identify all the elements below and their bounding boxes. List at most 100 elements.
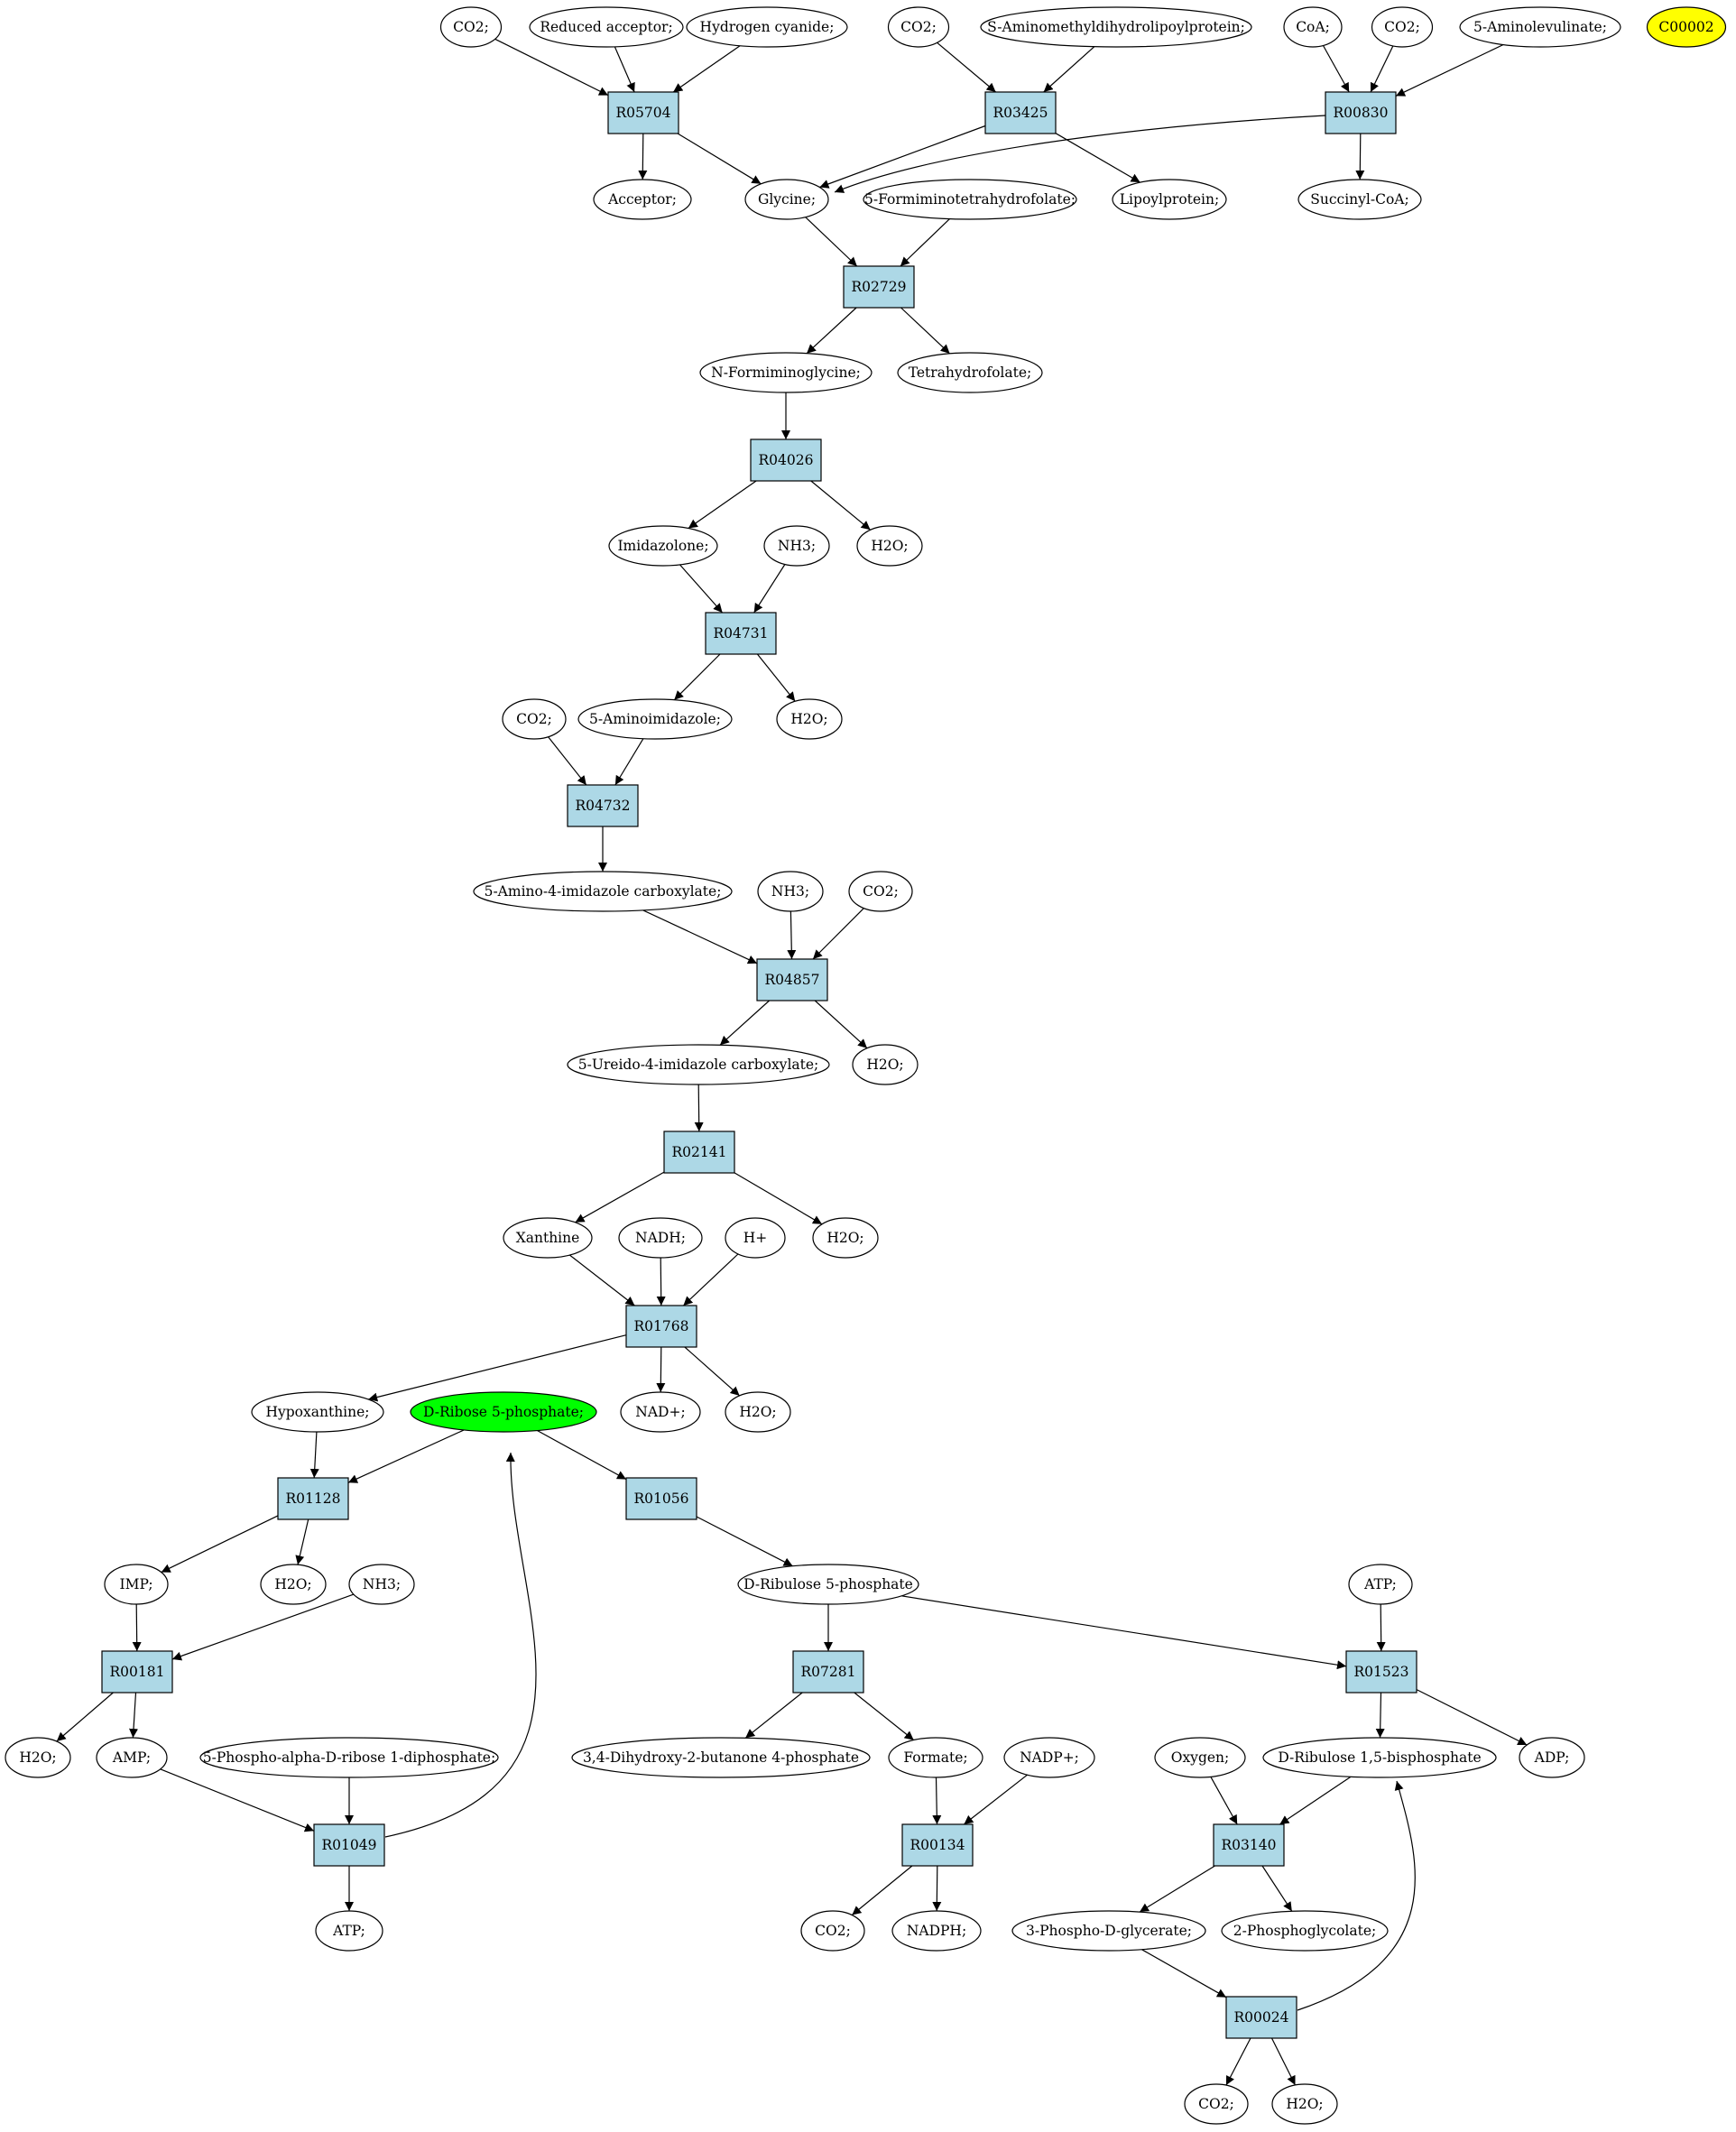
compound-shape <box>620 1391 701 1433</box>
reaction-label: R04857 <box>765 972 820 988</box>
edge-c-ribose5p-to-r01128 <box>347 1429 465 1483</box>
reaction-node-r02141[interactable]: R02141 <box>663 1131 735 1174</box>
compound-node-hypoxanthine[interactable]: Hypoxanthine; <box>251 1391 384 1433</box>
compound-node-reduced-acceptor[interactable]: Reduced acceptor; <box>529 6 684 48</box>
compound-node-adp[interactable]: ADP; <box>1519 1737 1585 1778</box>
reaction-node-r00024[interactable]: R00024 <box>1225 1996 1297 2039</box>
compound-node-h2o[interactable]: H2O; <box>856 525 923 567</box>
reaction-box <box>663 1131 735 1174</box>
reaction-node-r04857[interactable]: R04857 <box>756 958 828 1001</box>
compound-node-h2o[interactable]: H2O; <box>260 1564 327 1605</box>
compound-node-5-phospho-alpha-d-ribose-1-diphosphate[interactable]: 5-Phospho-alpha-D-ribose 1-diphosphate; <box>199 1737 499 1778</box>
compound-node-nh3[interactable]: NH3; <box>348 1564 415 1605</box>
compound-node-5-ureido-4-imidazole-carboxylate[interactable]: 5-Ureido-4-imidazole carboxylate; <box>567 1044 830 1085</box>
reaction-node-r00830[interactable]: R00830 <box>1325 91 1397 134</box>
reaction-node-r04026[interactable]: R04026 <box>750 438 822 482</box>
compound-label: H2O; <box>19 1749 56 1766</box>
compound-node-co2[interactable]: CO2; <box>848 871 913 912</box>
compound-node-amp[interactable]: AMP; <box>96 1737 168 1778</box>
compound-node-h2o[interactable]: H2O; <box>1271 2083 1338 2125</box>
reaction-box <box>101 1650 173 1694</box>
compound-node-5-aminoimidazole[interactable]: 5-Aminoimidazole; <box>577 698 733 740</box>
edge-r03140-to-c-3pg <box>1139 1865 1215 1913</box>
compound-node-nadph[interactable]: NADPH; <box>891 1910 982 1952</box>
reaction-box <box>607 91 679 134</box>
compound-label: CO2; <box>516 711 552 727</box>
compound-node-s-aminomethyldihydrolipoylprotein[interactable]: S-Aminomethyldihydrolipoylprotein; <box>980 6 1252 48</box>
compound-node-5-amino-4-imidazole-carboxylate[interactable]: 5-Amino-4-imidazole carboxylate; <box>473 871 733 912</box>
compound-node-d-ribulose-5-phosphate[interactable]: D-Ribulose 5-phosphate <box>737 1564 919 1605</box>
compound-node-co2[interactable]: CO2; <box>887 6 950 48</box>
reaction-label: R00024 <box>1234 2009 1289 2026</box>
reaction-node-r07281[interactable]: R07281 <box>792 1650 864 1694</box>
edge-r01768-to-c-nadplus-a <box>656 1346 666 1393</box>
reaction-node-r04732[interactable]: R04732 <box>567 784 639 827</box>
compound-node-nadp[interactable]: NADP+; <box>1003 1737 1095 1778</box>
compound-node-acceptor[interactable]: Acceptor; <box>593 179 692 220</box>
compound-label: ADP; <box>1534 1749 1570 1766</box>
compound-node-formate[interactable]: Formate; <box>888 1737 983 1778</box>
compound-node-h2o[interactable]: H2O; <box>725 1391 791 1433</box>
compound-node-d-ribose-5-phosphate-start[interactable]: D-Ribose 5-phosphate; <box>410 1391 597 1433</box>
reaction-node-r01523[interactable]: R01523 <box>1345 1650 1417 1694</box>
compound-node-imp[interactable]: IMP; <box>104 1564 169 1605</box>
compound-node-atp[interactable]: ATP; <box>315 1910 383 1952</box>
edge-c-ribose5p-to-r01056 <box>537 1429 627 1481</box>
compound-node-h2o[interactable]: H2O; <box>812 1217 879 1259</box>
compound-node-oxygen[interactable]: Oxygen; <box>1154 1737 1246 1778</box>
compound-node-c00002-target[interactable]: C00002 <box>1646 6 1727 48</box>
compound-label: Hypoxanthine; <box>265 1404 369 1420</box>
edge-r05704-to-c-acceptor <box>638 133 648 180</box>
compound-node-xanthine[interactable]: Xanthine <box>503 1217 593 1259</box>
compound-node-nh3[interactable]: NH3; <box>757 871 824 912</box>
compound-node-n-formiminoglycine[interactable]: N-Formiminoglycine; <box>699 352 873 393</box>
compound-node-lipoylprotein[interactable]: Lipoylprotein; <box>1112 179 1227 220</box>
compound-node-glycine[interactable]: Glycine; <box>744 179 829 220</box>
compound-label: H2O; <box>826 1230 863 1246</box>
compound-label: D-Ribulose 1,5-bisphosphate <box>1278 1749 1481 1766</box>
compound-node-co2[interactable]: CO2; <box>439 6 503 48</box>
reaction-node-r03140[interactable]: R03140 <box>1213 1823 1285 1867</box>
reaction-node-r02729[interactable]: R02729 <box>843 265 915 309</box>
compound-label: Glycine; <box>758 191 816 208</box>
reaction-node-r01049[interactable]: R01049 <box>313 1823 385 1867</box>
compound-node-imidazolone[interactable]: Imidazolone; <box>608 525 718 567</box>
compound-node-succinyl-coa[interactable]: Succinyl-CoA; <box>1297 179 1422 220</box>
compound-node-5-formiminotetrahydrofolate[interactable]: 5-Formiminotetrahydrofolate; <box>863 179 1077 220</box>
compound-node-h2o[interactable]: H2O; <box>776 698 843 740</box>
compound-node-nad[interactable]: NAD+; <box>620 1391 701 1433</box>
compound-shape <box>1262 1737 1497 1778</box>
compound-node-tetrahydrofolate[interactable]: Tetrahydrofolate; <box>897 352 1043 393</box>
reaction-node-r04731[interactable]: R04731 <box>705 612 777 655</box>
compound-label: Imidazolone; <box>617 538 708 554</box>
compound-node-co2[interactable]: CO2; <box>1371 6 1434 48</box>
reaction-box <box>984 91 1057 134</box>
compound-node-3-phospho-d-glycerate[interactable]: 3-Phospho-D-glycerate; <box>1011 1910 1206 1952</box>
reaction-node-r00181[interactable]: R00181 <box>101 1650 173 1694</box>
compound-node-2-phosphoglycolate[interactable]: 2-Phosphoglycolate; <box>1221 1910 1389 1952</box>
reaction-node-r03425[interactable]: R03425 <box>984 91 1057 134</box>
compound-node-h2o[interactable]: H2O; <box>852 1044 919 1085</box>
compound-node-3-4-dihydroxy-2-butanone-4-phosphate[interactable]: 3,4-Dihydroxy-2-butanone 4-phosphate <box>571 1737 871 1778</box>
reaction-node-r01056[interactable]: R01056 <box>625 1477 697 1520</box>
compound-node-d-ribulose-1-5-bisphosphate[interactable]: D-Ribulose 1,5-bisphosphate <box>1262 1737 1497 1778</box>
compound-node-co2[interactable]: CO2; <box>1184 2083 1249 2125</box>
compound-node-h2o[interactable]: H2O; <box>5 1737 71 1778</box>
compound-node-coa[interactable]: CoA; <box>1283 6 1343 48</box>
compound-node-nadh[interactable]: NADH; <box>618 1217 703 1259</box>
reaction-node-r01128[interactable]: R01128 <box>277 1477 349 1520</box>
compound-shape <box>315 1910 383 1952</box>
compound-node-nh3[interactable]: NH3; <box>763 525 830 567</box>
compound-node-co2[interactable]: CO2; <box>800 1910 865 1952</box>
compound-node-hydrogen-cyanide[interactable]: Hydrogen cyanide; <box>686 6 848 48</box>
compound-node-co2[interactable]: CO2; <box>502 698 567 740</box>
reaction-node-r05704[interactable]: R05704 <box>607 91 679 134</box>
edge-c-5-aminolevulinate-to-r00830 <box>1395 43 1504 97</box>
compound-node-5-aminolevulinate[interactable]: 5-Aminolevulinate; <box>1459 6 1621 48</box>
compound-label: H2O; <box>739 1404 776 1420</box>
edge-r02729-to-c-n-formiminoglycine <box>806 307 857 355</box>
compound-node-h[interactable]: H+ <box>725 1217 786 1259</box>
reaction-node-r00134[interactable]: R00134 <box>901 1823 974 1867</box>
compound-node-atp[interactable]: ATP; <box>1348 1564 1413 1605</box>
reaction-node-r01768[interactable]: R01768 <box>625 1305 697 1348</box>
